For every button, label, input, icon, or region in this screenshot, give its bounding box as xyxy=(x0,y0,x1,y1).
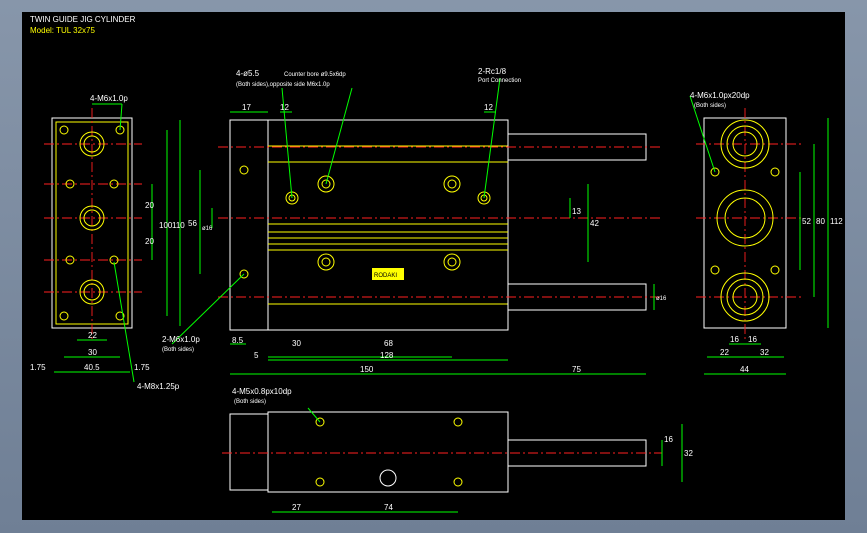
side-view: RODAKI 4-ø5.5 Counter bore ø9.5x6dp (Bot… xyxy=(162,67,667,375)
rv-holes-label: 4-M6x1.0px20dp xyxy=(690,91,750,100)
sv-dim-150: 150 xyxy=(360,365,374,374)
counterbore-detail: Counter bore ø9.5x6dp xyxy=(284,72,346,78)
front-view: 4-M6x1.0p 4-M8x1.25p 22 30 40.5 1.75 1.7… xyxy=(30,94,185,391)
sv-dim-phi16-rod: ø16 xyxy=(202,226,213,232)
port-label: 2-Rc1/8 xyxy=(478,67,507,76)
rv-dim-16-b: 16 xyxy=(748,335,757,344)
drawing-canvas: TWIN GUIDE JIG CYLINDER Model: TUL 32x75… xyxy=(22,12,845,520)
rv-both-sides: (Both sides) xyxy=(694,103,726,109)
fv-m8-label: 4-M8x1.25p xyxy=(137,382,180,391)
fv-dim-100: 100 xyxy=(159,221,173,230)
bv-dim-16: 16 xyxy=(664,435,673,444)
rv-dim-52: 52 xyxy=(802,217,811,226)
bv-dim-74: 74 xyxy=(384,503,393,512)
sv-dim-30: 30 xyxy=(292,339,301,348)
sv-dim-13: 13 xyxy=(572,207,581,216)
rv-dim-32: 32 xyxy=(760,348,769,357)
counterbore-note: (Both sides),opposite side M6x1.0p xyxy=(236,82,330,88)
fv-dim-40-5: 40.5 xyxy=(84,363,100,372)
sv-dim-128: 128 xyxy=(380,351,394,360)
sv-dim-8-5: 8.5 xyxy=(232,336,244,345)
sv-dim-phi16-guide: ø16 xyxy=(656,296,667,302)
bv-dim-27: 27 xyxy=(292,503,301,512)
title-line-1: TWIN GUIDE JIG CYLINDER xyxy=(30,15,136,24)
bv-both-sides: (Both sides) xyxy=(234,399,266,405)
rv-dim-44: 44 xyxy=(740,365,749,374)
fv-dim-1-75-left: 1.75 xyxy=(30,363,46,372)
fv-dim-1-75-right: 1.75 xyxy=(134,363,150,372)
title-line-2: Model: TUL 32x75 xyxy=(30,26,95,35)
sv-dim-42: 42 xyxy=(590,219,599,228)
sv-dim-5: 5 xyxy=(254,351,259,360)
port-note: Port Connection xyxy=(478,78,521,84)
fv-dim-22: 22 xyxy=(88,331,97,340)
fv-dim-20-b: 20 xyxy=(145,237,154,246)
sv-dim-68: 68 xyxy=(384,339,393,348)
sv-dim-17: 17 xyxy=(242,103,251,112)
bv-dim-32: 32 xyxy=(684,449,693,458)
rv-dim-16-a: 16 xyxy=(730,335,739,344)
rv-dim-80: 80 xyxy=(816,217,825,226)
rv-dim-112: 112 xyxy=(830,217,843,226)
fv-dim-110: 110 xyxy=(172,221,185,230)
fv-dim-20-a: 20 xyxy=(145,201,154,210)
m6-both-sides: (Both sides) xyxy=(162,347,194,353)
bottom-view: 4-M5x0.8px10dp (Both sides) 27 74 16 32 xyxy=(222,387,693,513)
m6-side-label: 2-M6x1.0p xyxy=(162,335,200,344)
nameplate-text: RODAKI xyxy=(374,273,397,279)
rv-dim-22: 22 xyxy=(720,348,729,357)
sv-dim-12-left: 12 xyxy=(280,103,289,112)
sv-dim-12-right: 12 xyxy=(484,103,493,112)
sv-dim-56: 56 xyxy=(188,219,197,228)
nameplate xyxy=(372,268,404,280)
fv-dim-30: 30 xyxy=(88,348,97,357)
cad-drawing: TWIN GUIDE JIG CYLINDER Model: TUL 32x75… xyxy=(30,15,843,513)
counterbore-label: 4-ø5.5 xyxy=(236,69,260,78)
right-view: 4-M6x1.0px20dp (Both sides) 16 16 22 32 … xyxy=(689,91,843,375)
fv-holes-label: 4-M6x1.0p xyxy=(90,94,128,103)
bv-holes-label: 4-M5x0.8px10dp xyxy=(232,387,292,396)
sv-dim-75: 75 xyxy=(572,365,581,374)
